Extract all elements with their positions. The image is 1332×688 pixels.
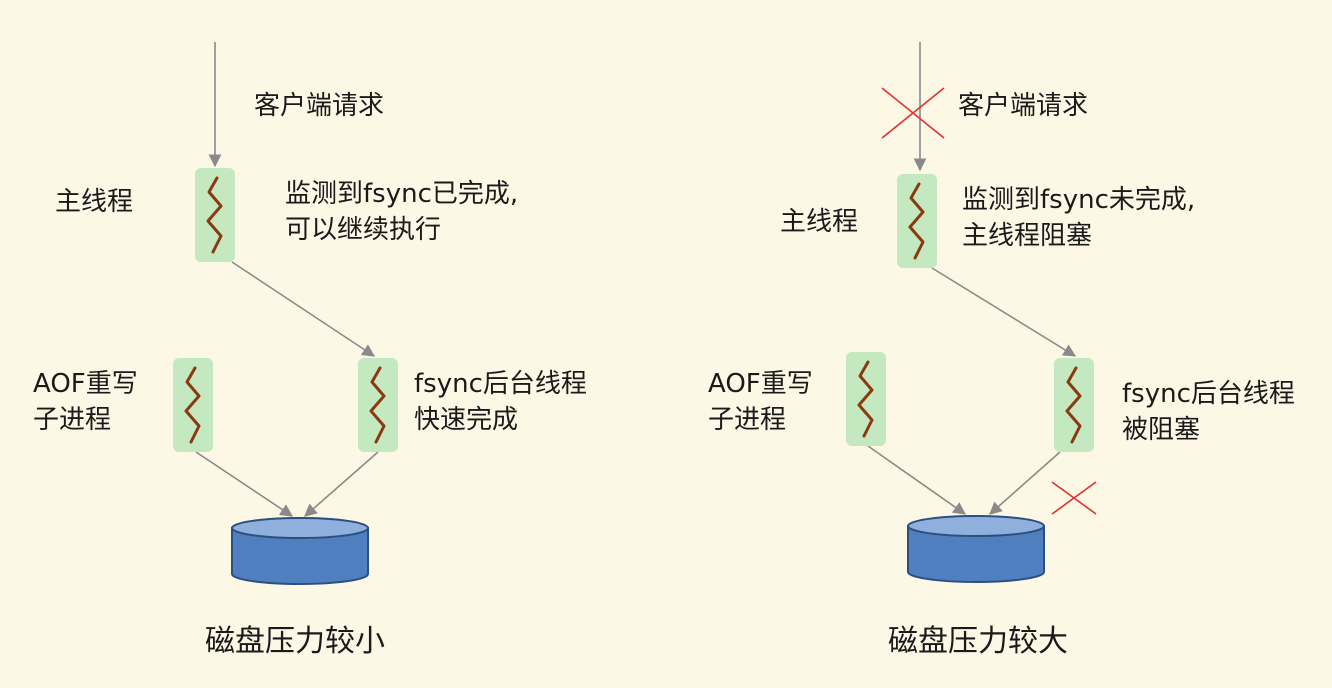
right-aof-label: AOF重写 子进程: [708, 366, 813, 438]
left-main-thread-note-line2: 可以继续执行: [285, 215, 442, 245]
right-fsync-label-line1: fsync后台线程: [1122, 379, 1295, 409]
right-aof-thread-icon: [846, 352, 886, 446]
left-fsync-to-disk-arrow: [304, 451, 379, 517]
right-main-to-fsync-arrow: [931, 267, 1077, 357]
right-main-thread-icon: [897, 174, 937, 268]
right-main-thread-note-line2: 主线程阻塞: [962, 221, 1093, 251]
right-request-label: 客户端请求: [958, 91, 1089, 121]
right-aof-label-line1: AOF重写: [708, 369, 813, 399]
left-main-thread-icon: [195, 168, 235, 262]
right-disk-blocked-icon: [1051, 481, 1097, 515]
left-request-label: 客户端请求: [254, 91, 385, 121]
right-aof-to-disk-arrow: [867, 445, 967, 515]
right-fsync-label: fsync后台线程 被阻塞: [1122, 376, 1295, 448]
right-main-thread-note: 监测到fsync未完成, 主线程阻塞: [962, 182, 1195, 254]
right-fsync-to-disk-arrow: [989, 451, 1061, 515]
right-fsync-thread-icon: [1054, 358, 1094, 452]
left-main-thread-note: 监测到fsync已完成, 可以继续执行: [285, 176, 518, 248]
right-main-thread-note-line1: 监测到fsync未完成,: [962, 185, 1196, 215]
left-aof-label-line1: AOF重写: [33, 369, 138, 399]
left-main-thread-label: 主线程: [55, 187, 134, 217]
left-main-thread-note-line1: 监测到fsync已完成,: [285, 179, 519, 209]
left-fsync-label-line2: 快速完成: [414, 405, 519, 435]
left-aof-thread-icon: [173, 358, 213, 452]
left-aof-label-line2: 子进程: [33, 405, 112, 435]
left-fsync-label: fsync后台线程 快速完成: [414, 366, 587, 438]
right-fsync-label-line2: 被阻塞: [1122, 415, 1201, 445]
right-main-thread-label: 主线程: [780, 207, 859, 237]
right-request-blocked-icon: [881, 87, 945, 139]
left-main-to-fsync-arrow: [231, 261, 376, 357]
right-aof-label-line2: 子进程: [708, 405, 787, 435]
right-caption: 磁盘压力较大: [888, 624, 1068, 659]
left-fsync-label-line1: fsync后台线程: [414, 369, 587, 399]
left-disk-icon: [231, 517, 369, 585]
left-caption: 磁盘压力较小: [205, 624, 385, 659]
left-fsync-thread-icon: [358, 358, 398, 452]
left-aof-label: AOF重写 子进程: [33, 366, 138, 438]
right-disk-icon: [907, 515, 1045, 583]
left-aof-to-disk-arrow: [195, 451, 294, 517]
